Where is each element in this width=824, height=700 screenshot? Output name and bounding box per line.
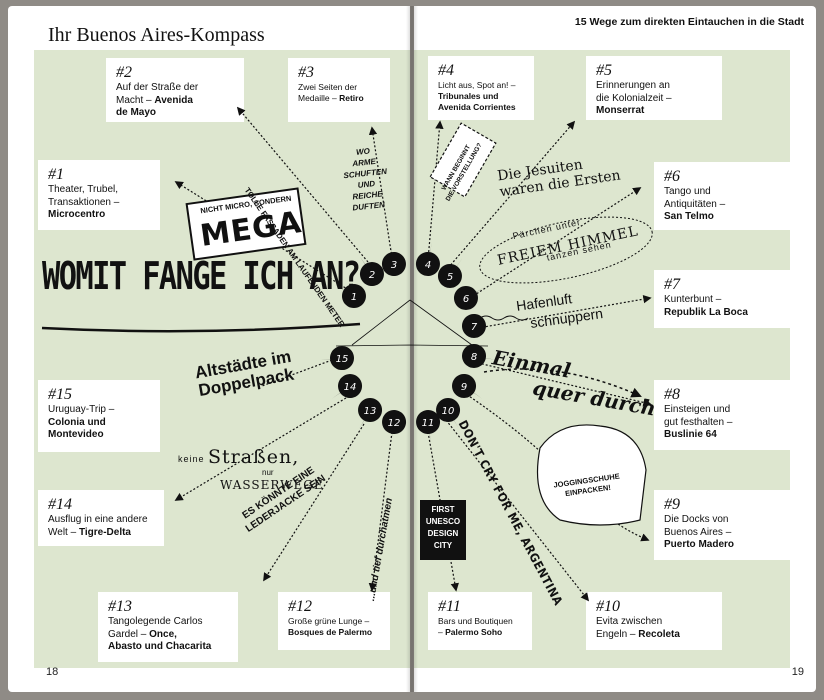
card-1[interactable]: #1 Theater, Trubel, Transaktionen – Micr… [38, 160, 160, 230]
unesco-text: FIRST UNESCO DESIGN CITY [425, 505, 461, 550]
card-14[interactable]: #14 Ausflug in eine andere Welt – Tigre-… [38, 490, 164, 546]
book-spine [406, 6, 418, 692]
page-number-right: 19 [791, 666, 804, 678]
strassen-text: Straßen, [208, 446, 300, 468]
keine-text: keine [178, 454, 205, 464]
card-10[interactable]: #10 Evita zwischen Engeln – Recoleta [586, 592, 722, 650]
wo-arme-text: WO ARME SCHUFTEN UND REICHE DUFTEN [343, 146, 388, 213]
card-3[interactable]: #3 Zwei Seiten der Medaille – Retiro [288, 58, 390, 122]
card-6[interactable]: #6 Tango und Antiquitäten – San Telmo [654, 162, 790, 230]
page-subtitle: 15 Wege zum direkten Eintauchen in die S… [574, 16, 804, 28]
page-number-left: 18 [46, 666, 59, 678]
page-title: Ihr Buenos Aires-Kompass [48, 24, 265, 46]
card-13[interactable]: #13 Tangolegende Carlos Gardel – Once, A… [98, 592, 238, 662]
card-11[interactable]: #11 Bars und Boutiquen – Palermo Soho [428, 592, 532, 650]
nur-text: nur [262, 468, 274, 477]
card-9[interactable]: #9 Die Docks von Buenos Aires – Puerto M… [654, 490, 790, 560]
card-15[interactable]: #15 Uruguay-Trip – Colonia und Montevide… [38, 380, 160, 452]
card-4[interactable]: #4 Licht aus, Spot an! – Tribunales und … [428, 56, 534, 120]
card-5[interactable]: #5 Erinnerungen an die Kolonialzeit – Mo… [586, 56, 722, 120]
card-2[interactable]: #2 Auf der Straße der Macht – Avenida de… [106, 58, 244, 122]
card-8[interactable]: #8 Einsteigen und gut festhalten – Busli… [654, 380, 790, 450]
card-12[interactable]: #12 Große grüne Lunge – Bosques de Paler… [278, 592, 390, 650]
card-7[interactable]: #7 Kunterbunt – Republik La Boca [654, 270, 790, 328]
